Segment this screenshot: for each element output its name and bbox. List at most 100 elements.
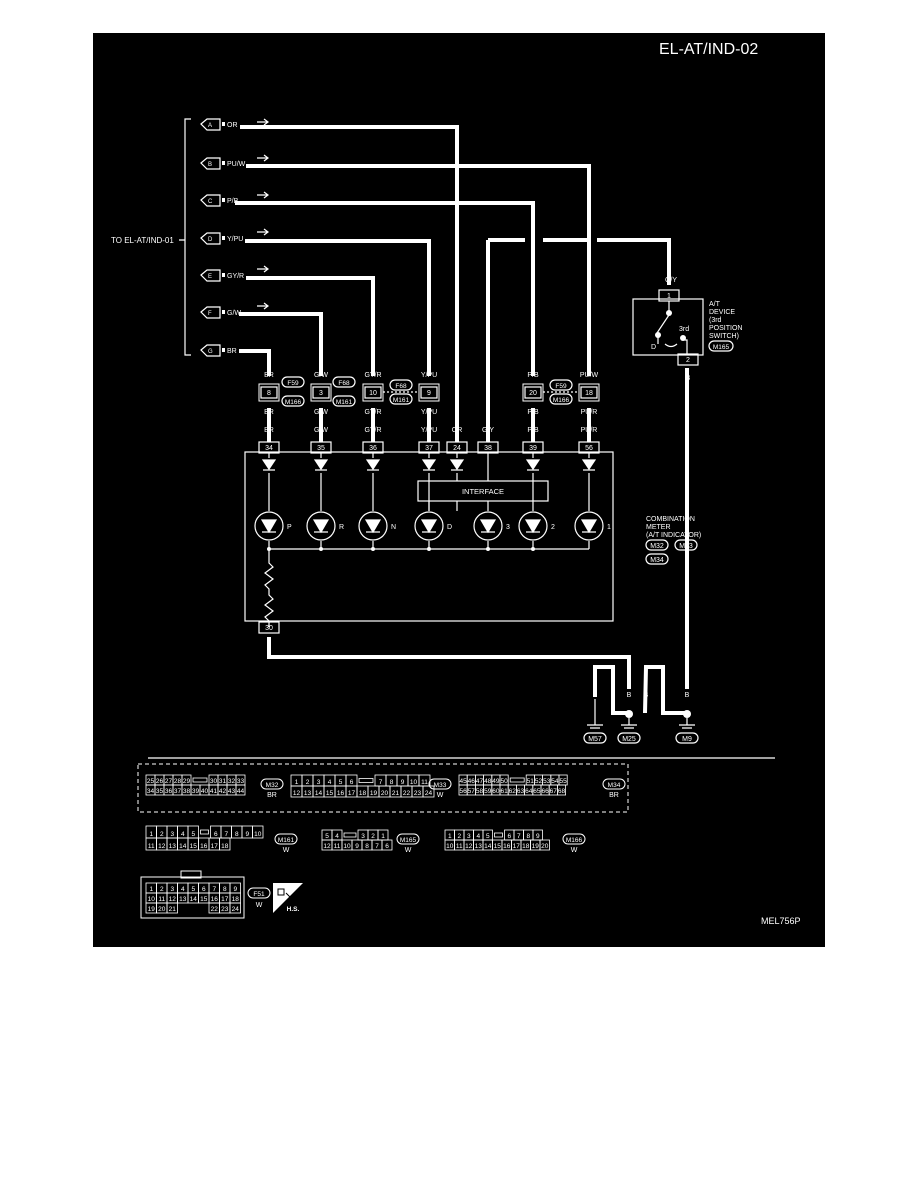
conn-id: M166 xyxy=(553,397,570,404)
pin-number: 9 xyxy=(536,833,540,840)
ground-id: M57 xyxy=(588,736,602,743)
pin-number: 58 xyxy=(476,788,484,795)
junction-dots xyxy=(267,547,535,551)
pin-number: 44 xyxy=(237,788,245,795)
conn-id: M161 xyxy=(393,397,410,404)
wire-label: PU/R xyxy=(581,409,598,416)
pin-number: 63 xyxy=(517,788,525,795)
pin-number: 11 xyxy=(456,843,463,850)
pin-number: 41 xyxy=(210,788,218,795)
wire-label: B xyxy=(267,643,272,650)
wire-label: P/B xyxy=(527,372,539,379)
wire-pu-w xyxy=(246,164,591,376)
lamp-1: 1 xyxy=(574,511,611,541)
pin-number: 22 xyxy=(403,790,411,797)
device-line: A/T xyxy=(709,301,721,308)
conn-id: M34 xyxy=(608,782,621,789)
input-letter: B xyxy=(208,162,212,168)
pin-number: 4 xyxy=(335,833,339,840)
pin-number: 48 xyxy=(484,778,492,785)
meter-pin: 34 xyxy=(258,441,280,454)
wire-meter-ground xyxy=(267,637,631,689)
pin-number: 9 xyxy=(355,843,359,850)
wire-label: GY/R xyxy=(364,372,381,379)
conn-id: M33 xyxy=(679,543,693,550)
lamp-label: P xyxy=(287,524,292,531)
pin-number: 5 xyxy=(325,833,329,840)
wire-color: W xyxy=(283,847,290,854)
ground-id: M9 xyxy=(682,736,692,743)
wire-label: B xyxy=(661,692,666,699)
pin-number: 7 xyxy=(375,843,379,850)
pin-cell xyxy=(235,784,246,796)
wire-color: W xyxy=(571,847,578,854)
pin-number: 67 xyxy=(550,788,558,795)
wire-label: B xyxy=(644,692,649,699)
pin-number: 18 xyxy=(585,390,593,397)
wire-color: W xyxy=(437,792,444,799)
pin-number: 7 xyxy=(212,886,216,893)
connector-ids: F59 M166 F68 M161 F68 M161 F59 M166 xyxy=(281,376,573,407)
diode-icon xyxy=(421,459,437,471)
pin-number: 27 xyxy=(165,778,173,785)
pin-number: 18 xyxy=(359,790,367,797)
pin-number: 7 xyxy=(224,831,228,838)
pin-number: 6 xyxy=(385,843,389,850)
pin-number: 64 xyxy=(525,788,533,795)
pin-number: 13 xyxy=(169,843,177,850)
wire-label: Y/PU xyxy=(421,409,437,416)
pin-number: 17 xyxy=(348,790,356,797)
pin-number: 55 xyxy=(559,778,567,785)
wire-color: BR xyxy=(267,792,277,799)
figure-id: MEL756P xyxy=(761,916,801,926)
conn-id: M32 xyxy=(650,543,664,550)
meter-line: (A/T INDICATOR) xyxy=(646,532,701,539)
wire-g-y-device xyxy=(486,238,671,442)
pin-number: 16 xyxy=(503,843,511,850)
pin-number: 17 xyxy=(221,896,229,903)
lamp-p: P xyxy=(254,511,292,541)
pin-number: 13 xyxy=(475,843,483,850)
wire-color: W xyxy=(405,847,412,854)
input-color: BR xyxy=(227,348,237,355)
pin-number: 36 xyxy=(369,445,377,452)
ground-id: M25 xyxy=(622,736,636,743)
pin-number: 8 xyxy=(526,833,530,840)
interface-block: INTERFACE xyxy=(417,480,549,502)
wire-label: BR xyxy=(264,372,274,379)
input-letter: D xyxy=(208,237,213,243)
lamp-2: 2 xyxy=(518,511,555,541)
pin-cell xyxy=(252,825,264,839)
meter-pin: 39 xyxy=(522,441,544,454)
conn-id: M165 xyxy=(400,837,417,844)
pin-number: 2 xyxy=(686,357,690,364)
pin-number: 21 xyxy=(392,790,400,797)
pin-number: 24 xyxy=(232,906,240,913)
pin-number: 8 xyxy=(267,390,271,397)
conn-id: F68 xyxy=(338,380,350,387)
pin-number: 36 xyxy=(165,788,173,795)
pin-number: 62 xyxy=(509,788,517,795)
pin-number: 61 xyxy=(500,788,508,795)
pin-number: 52 xyxy=(535,778,543,785)
mid-connectors: 8 3 10 9 20 18 xyxy=(258,383,600,402)
pin-cell xyxy=(422,785,435,798)
pin-number: 2 xyxy=(160,831,164,838)
diode-icon xyxy=(261,459,277,471)
wire-m-lower xyxy=(267,408,591,442)
pin-number: 26 xyxy=(156,778,164,785)
input-color: GY/R xyxy=(227,273,244,280)
switch-pos: D xyxy=(651,344,656,351)
pin-number: 47 xyxy=(476,778,484,785)
pin-number: 9 xyxy=(245,831,249,838)
mid-connector: 18 xyxy=(578,383,600,402)
pin-number: 5 xyxy=(191,831,195,838)
pin-number: 30 xyxy=(265,625,273,632)
